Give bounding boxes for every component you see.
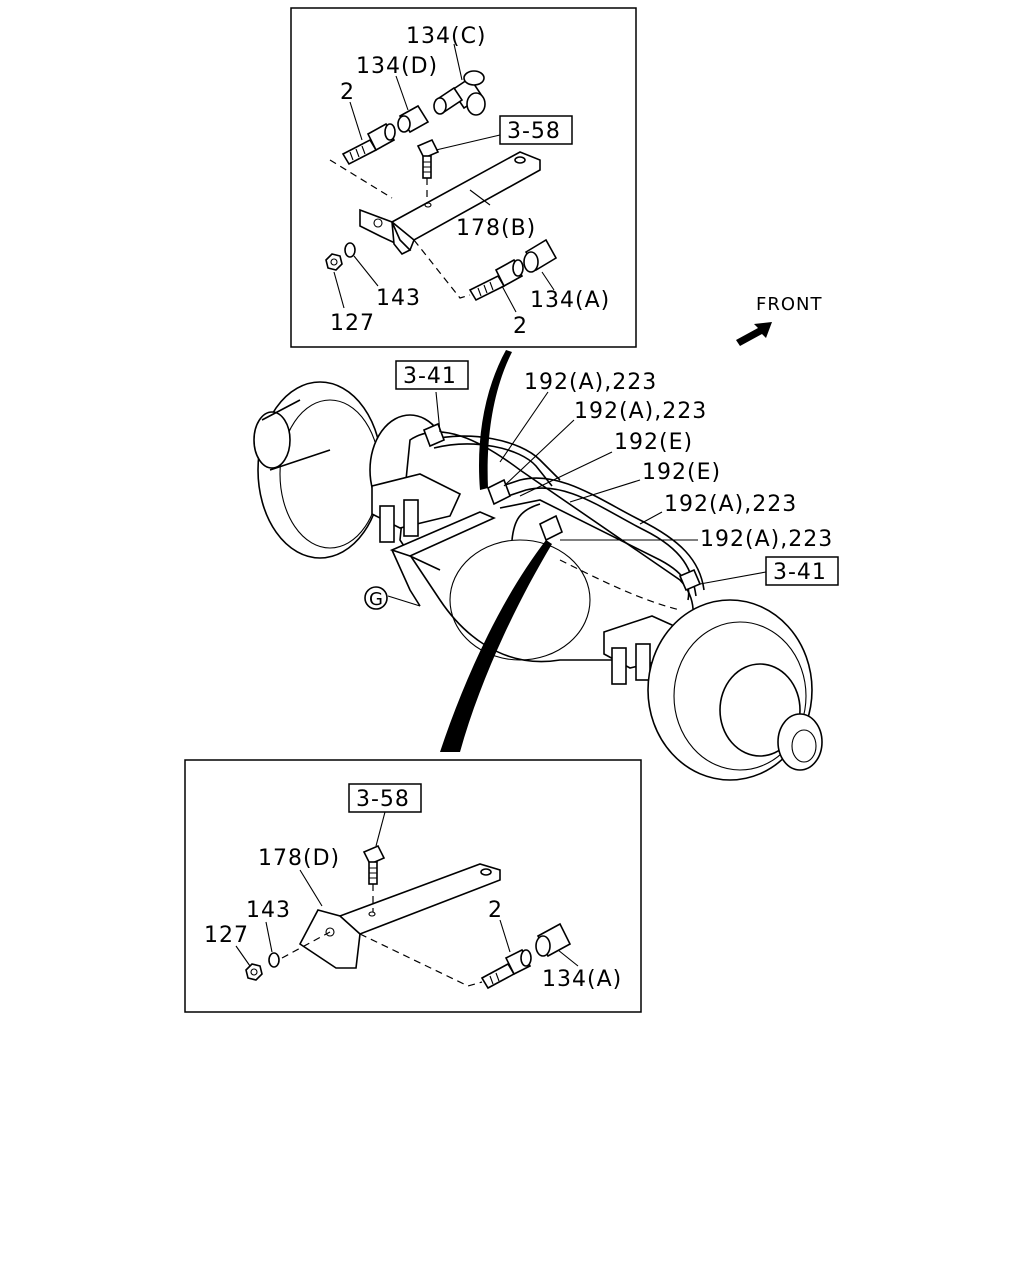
sleeve-134a-bottom [535,922,572,958]
ref-box-3-58-bottom [348,783,422,813]
connector-2-lower [468,258,524,302]
ref-box-3-41-b [765,556,839,586]
ref-3-41-b: 3-41 [773,560,827,585]
bottom-panel-frame [184,759,642,1013]
label-192e-2: 192(E) [642,460,721,485]
ref-3-58-bottom: 3-58 [356,787,410,812]
bracket-g [389,511,496,607]
ref-3-41-a: 3-41 [403,364,457,389]
main-axle-view: 3-41 192(A),223 192(A),223 192(E) 192(E)… [253,350,839,781]
label-178d: 178(D) [258,846,340,871]
left-spring-seat [371,473,462,543]
label-192e-1: 192(E) [614,430,693,455]
assembly-line [413,239,471,299]
top-panel-frame [290,7,637,348]
zoom-wedge-top [479,350,512,490]
elbow-fitting-134c [433,70,486,116]
label-192a-223-1: 192(A),223 [524,370,657,395]
ref-box-3-41-a [395,360,469,390]
bolt-3-58-top [416,138,440,179]
bolt-3-58-bottom [362,844,386,885]
label-143-top: 143 [376,286,421,311]
zoom-wedge-bottom [440,540,552,752]
label-134a-bottom: 134(A) [542,967,622,992]
assembly-line [359,933,483,987]
front-indicator: FRONT [736,294,823,346]
top-detail-panel: 134(C) 134(D) 2 3-58 178(B) 143 134(A) 1… [290,7,637,348]
label-127-bottom: 127 [204,923,249,948]
assembly-line [281,931,331,959]
label-134a-top: 134(A) [530,288,610,313]
callout-g: G [369,589,383,610]
nut-127-top [325,253,343,271]
label-127-top: 127 [330,311,375,336]
callout-g-circle [364,586,388,610]
sleeve-134d [397,104,430,134]
nut-127-bottom [245,963,263,981]
label-2-bottom: 2 [488,898,503,923]
washer-143-bottom [268,952,280,968]
label-192a-223-2: 192(A),223 [574,399,707,424]
label-134c: 134(C) [406,24,487,49]
connector-2-top [341,122,396,166]
connector-2-bottom [480,948,532,990]
assembly-line [329,159,393,199]
right-hub [647,599,823,781]
label-192a-223-4: 192(A),223 [700,527,833,552]
label-2-lower: 2 [513,314,528,339]
washer-143-top [344,242,356,258]
label-192a-223-3: 192(A),223 [664,492,797,517]
front-arrow-icon [736,322,772,346]
front-label: FRONT [756,294,823,315]
sleeve-134a-top [523,238,558,273]
label-178b: 178(B) [456,216,536,241]
label-143-bottom: 143 [246,898,291,923]
bracket-178b [359,151,541,256]
bottom-detail-panel: 3-58 178(D) 143 127 2 134(A) [184,759,642,1013]
label-2-top: 2 [340,80,355,105]
ref-3-58-top: 3-58 [507,119,561,144]
bracket-178d [298,863,501,969]
ref-box-3-58-top [499,115,573,145]
label-134d: 134(D) [356,54,438,79]
